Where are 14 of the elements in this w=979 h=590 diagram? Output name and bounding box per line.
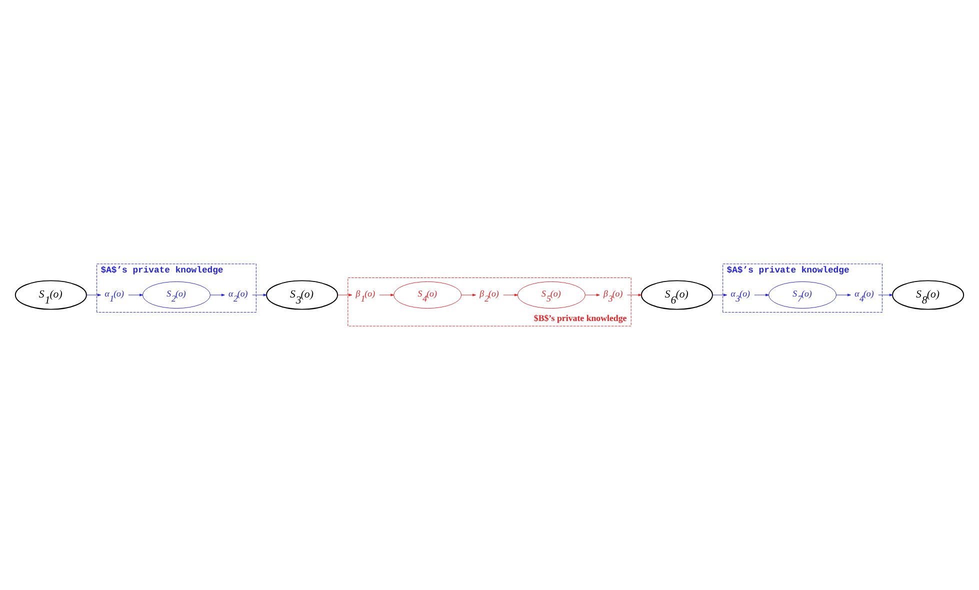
arrow	[379, 294, 394, 296]
arrow	[627, 294, 642, 296]
arrow	[584, 294, 600, 296]
arrow	[503, 294, 518, 296]
arrow	[252, 294, 267, 296]
arrow	[754, 294, 769, 296]
arrow	[878, 294, 893, 296]
arrow	[461, 294, 476, 296]
arrow	[337, 294, 352, 296]
arrow	[86, 294, 101, 296]
arrow	[210, 294, 225, 296]
arrow	[712, 294, 728, 296]
arrow	[836, 294, 851, 296]
arrow	[128, 294, 143, 296]
